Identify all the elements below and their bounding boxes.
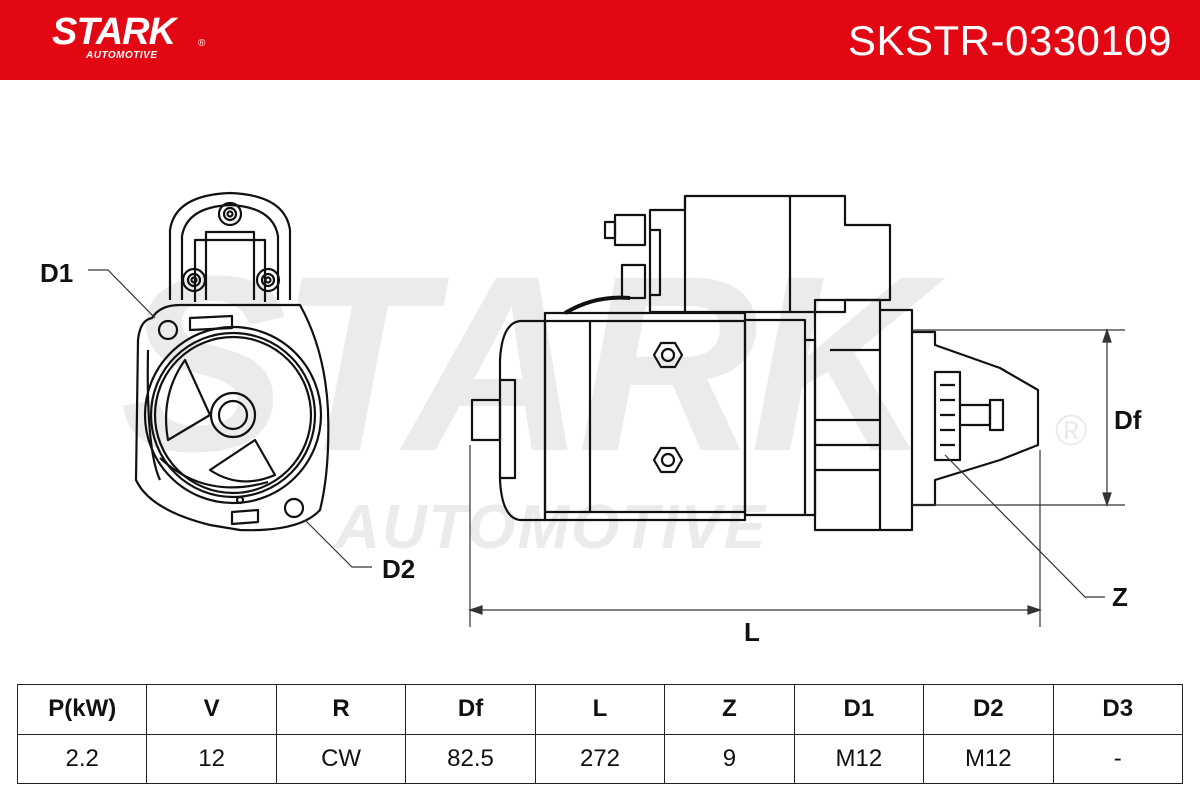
- header-bar: STARK ® AUTOMOTIVE SKSTR-0330109: [0, 0, 1200, 80]
- spec-table-value-row: 2.2 12 CW 82.5 272 9 M12 M12 -: [16, 733, 1183, 784]
- label-z: Z: [1112, 582, 1128, 612]
- spec-value-d1: M12: [793, 733, 925, 784]
- logo-registered-mark: ®: [198, 38, 206, 49]
- watermark-main: STARK: [120, 224, 946, 503]
- part-number: SKSTR-0330109: [847, 17, 1172, 64]
- spec-value-teeth: 9: [664, 733, 795, 784]
- spec-value-df: 82.5: [405, 733, 536, 784]
- stark-logo: STARK ® AUTOMOTIVE: [52, 10, 212, 66]
- label-df: Df: [1114, 405, 1142, 435]
- spec-value-d2: M12: [923, 733, 1054, 784]
- watermark-sub: AUTOMOTIVE: [333, 493, 767, 562]
- spec-header-voltage: V: [146, 684, 277, 735]
- label-d1: D1: [40, 258, 73, 288]
- watermark-registered: ®: [1055, 406, 1087, 455]
- spec-header-d1: D1: [793, 684, 925, 735]
- logo-brand-name: STARK: [52, 11, 176, 53]
- front-view-leaders: [88, 269, 372, 568]
- spec-value-d3: -: [1052, 733, 1183, 784]
- spec-value-power: 2.2: [16, 733, 148, 784]
- label-d2: D2: [382, 554, 415, 584]
- dimension-lines: [468, 328, 1125, 627]
- spec-header-df: Df: [405, 684, 536, 735]
- starter-motor-drawing: STARK AUTOMOTIVE ®: [40, 191, 1142, 647]
- spec-header-teeth: Z: [664, 684, 795, 735]
- spec-header-d2: D2: [923, 684, 1054, 735]
- spec-value-length: 272: [534, 733, 666, 784]
- spec-value-rotation: CW: [275, 733, 407, 784]
- spec-header-d3: D3: [1052, 684, 1183, 735]
- spec-table: P(kW) V R Df L Z D1 D2 D3 2.2 12 CW 82.5…: [16, 684, 1183, 784]
- spec-header-length: L: [534, 684, 666, 735]
- label-l: L: [744, 617, 760, 647]
- spec-value-voltage: 12: [146, 733, 277, 784]
- side-view: [470, 194, 1040, 532]
- spec-header-power: P(kW): [16, 684, 148, 735]
- spec-table-header-row: P(kW) V R Df L Z D1 D2 D3: [16, 684, 1183, 735]
- front-view: [134, 191, 330, 532]
- logo-subtitle: AUTOMOTIVE: [86, 50, 158, 61]
- spec-header-rotation: R: [275, 684, 407, 735]
